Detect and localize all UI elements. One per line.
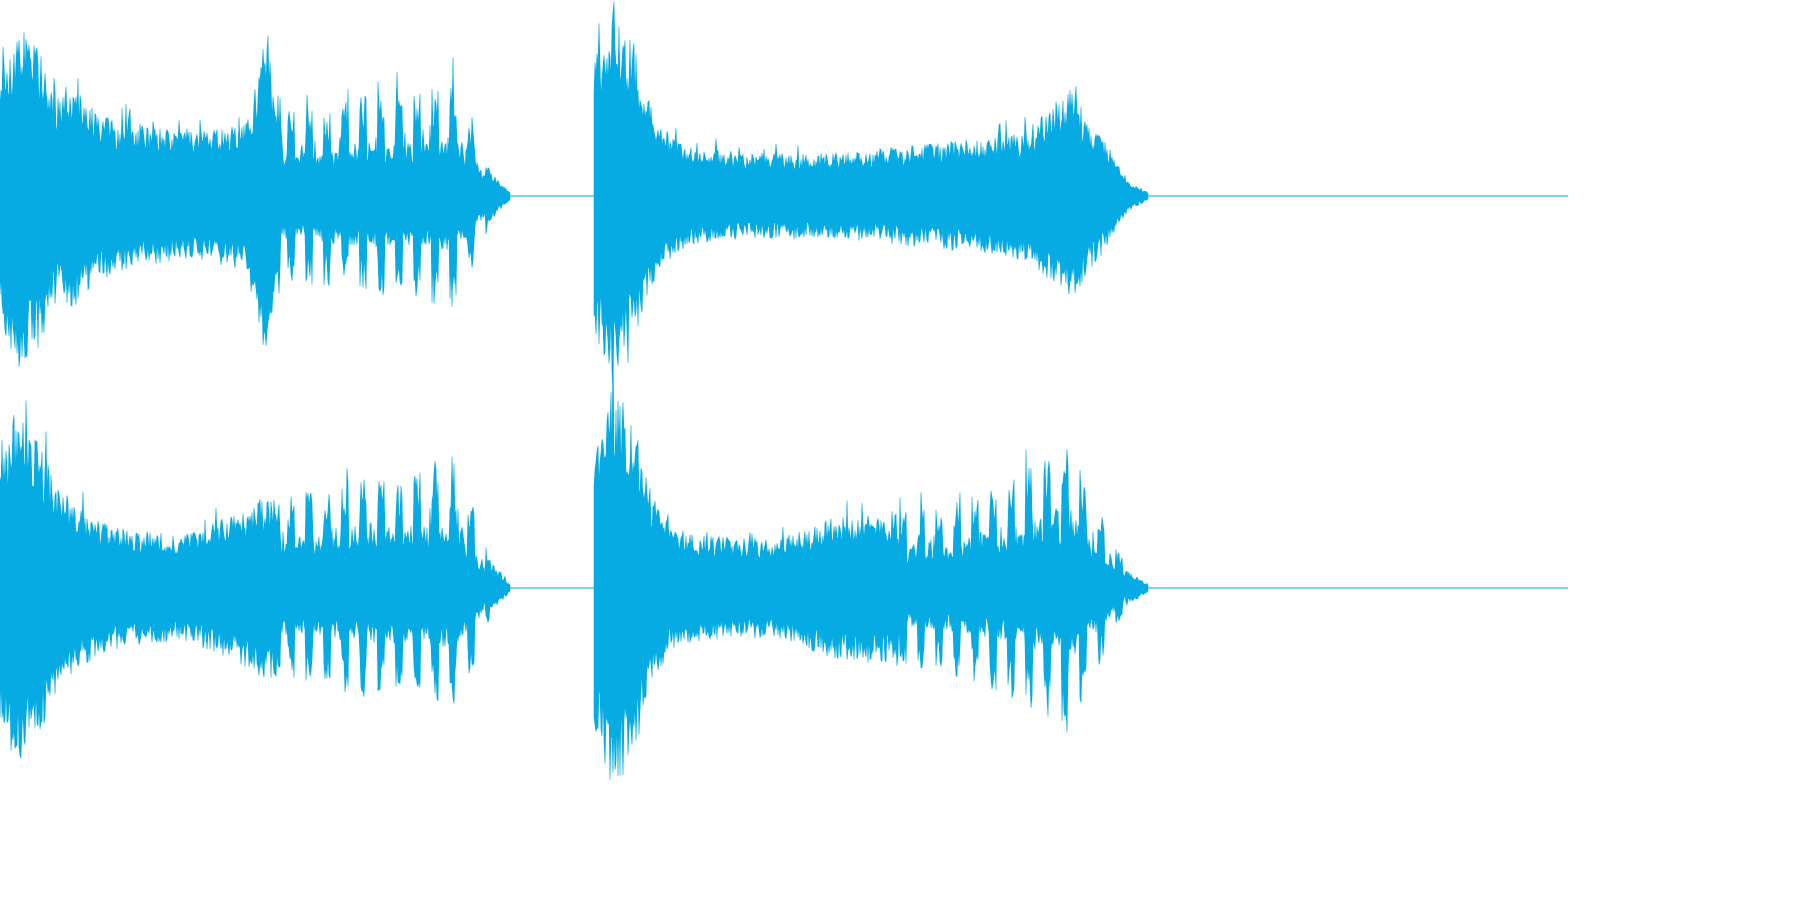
channel-bottom[interactable] (0, 335, 1568, 780)
waveform-clip-2[interactable] (593, 1, 1149, 388)
waveform-clip-1[interactable] (0, 32, 511, 367)
waveform-clip-1[interactable] (0, 400, 511, 759)
waveform-clip-2[interactable] (593, 335, 1149, 780)
waveform-canvas[interactable] (0, 0, 1568, 784)
waveform-view[interactable] (0, 0, 1568, 784)
channel-top[interactable] (0, 1, 1568, 388)
